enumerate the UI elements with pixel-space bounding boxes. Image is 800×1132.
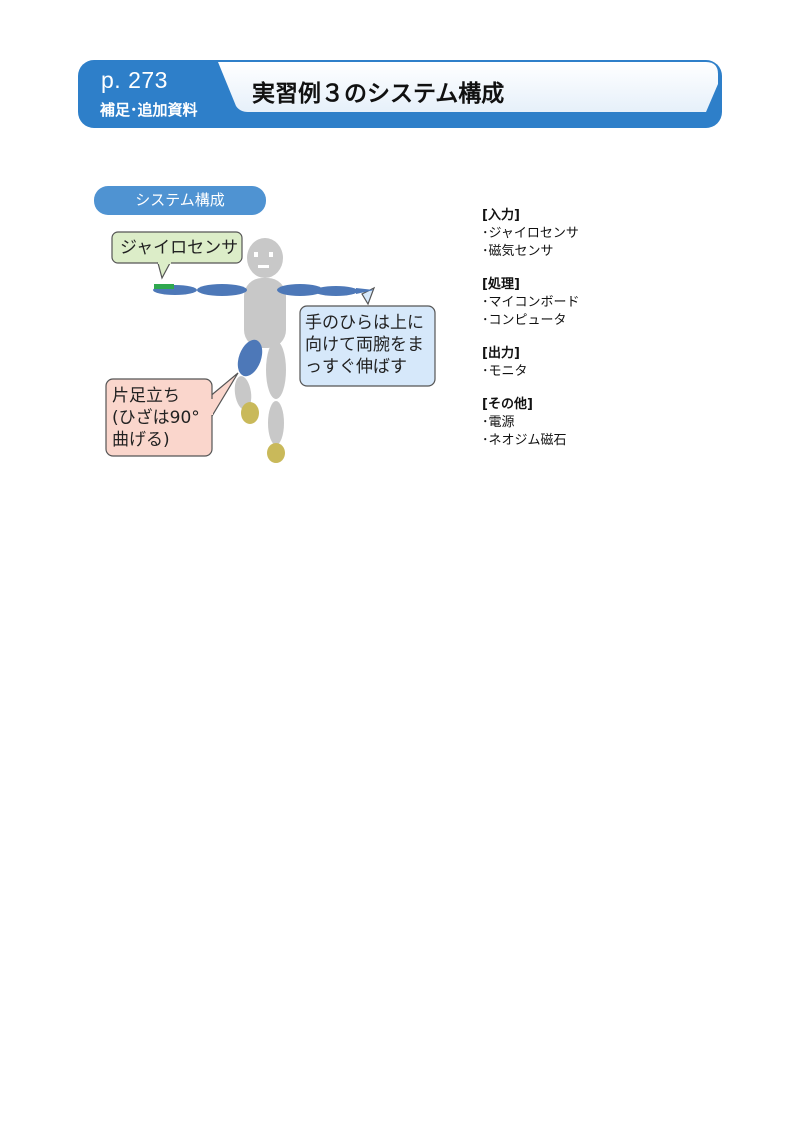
- group-heading: [処理]: [482, 277, 520, 292]
- gyro-sensor: [154, 284, 174, 289]
- leg-callout-box: [105, 378, 213, 457]
- figure-label: システム構成: [94, 186, 266, 215]
- component-list: [入力] ･ジャイロセンサ ･磁気センサ [処理] ･マイコンボード ･コンピュ…: [482, 206, 682, 464]
- group-processing: [処理] ･マイコンボード ･コンピュータ: [482, 275, 682, 330]
- header-banner-shape: [78, 60, 722, 128]
- group-heading: [出力]: [482, 346, 520, 361]
- page-reference: p. 273: [101, 67, 168, 93]
- figure-illustration: [105, 231, 436, 463]
- page-header: p. 273 補足･追加資料 実習例３のシステム構成: [78, 58, 722, 130]
- page-title: 実習例３のシステム構成: [252, 81, 505, 107]
- header-subtitle: 補足･追加資料: [100, 101, 198, 119]
- group-heading: [その他]: [482, 397, 533, 412]
- list-item: ･ネオジム磁石: [482, 433, 567, 448]
- group-output: [出力] ･モニタ: [482, 344, 682, 381]
- gyro-callout-text: ジャイロセンサ: [120, 238, 239, 258]
- gyro-callout-box: [111, 231, 243, 264]
- list-item: ･ジャイロセンサ: [482, 226, 579, 241]
- group-other: [その他] ･電源 ･ネオジム磁石: [482, 395, 682, 450]
- leg-callout-text: 片足立ち (ひざは90° 曲げる): [112, 386, 200, 450]
- list-item: ･マイコンボード: [482, 295, 580, 310]
- group-heading: [入力]: [482, 208, 520, 223]
- human-figure: [153, 238, 374, 463]
- list-item: ･コンピュータ: [482, 313, 567, 328]
- list-item: ･モニタ: [482, 364, 528, 379]
- group-input: [入力] ･ジャイロセンサ ･磁気センサ: [482, 206, 682, 261]
- palm-callout-box: [299, 305, 436, 387]
- list-item: ･電源: [482, 415, 515, 430]
- system-diagram: システム構成 ジャイロセンサ 手のひらは上に 向けて両腕をま っすぐ伸ばす 片足…: [90, 180, 450, 480]
- list-item: ･磁気センサ: [482, 244, 554, 259]
- palm-callout-text: 手のひらは上に 向けて両腕をま っすぐ伸ばす: [305, 313, 424, 377]
